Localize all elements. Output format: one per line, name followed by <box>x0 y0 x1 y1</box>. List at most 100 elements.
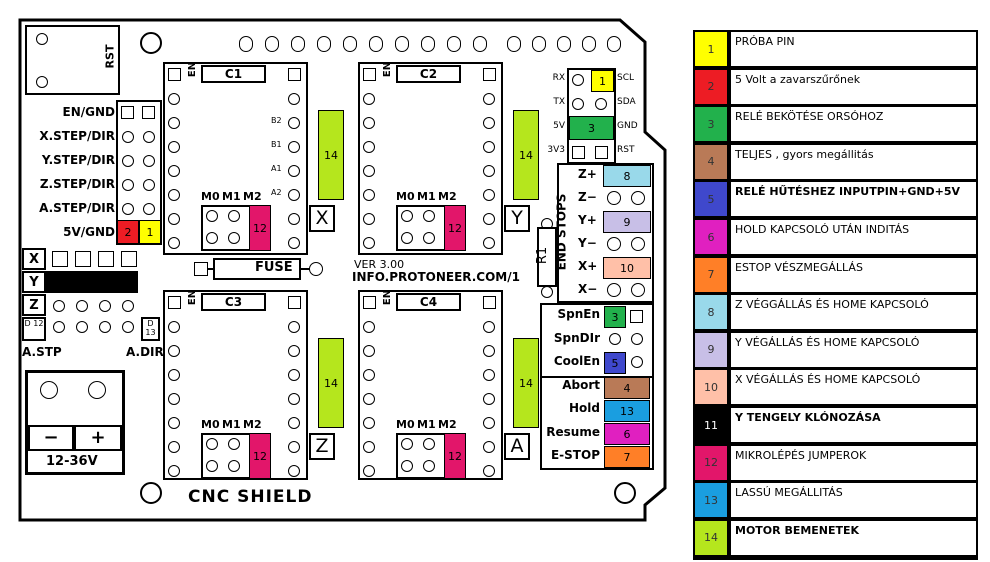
driver-pin <box>168 441 180 453</box>
endstop-pin <box>631 191 645 205</box>
jumper-pin <box>401 210 413 222</box>
version-label: VER 3.00 <box>354 258 405 271</box>
pin-label: A.STEP/DIR <box>39 201 115 215</box>
driver-pin <box>288 117 300 129</box>
legend-text: PRÓBA PIN <box>731 32 976 66</box>
driver-pin <box>168 68 181 81</box>
microstep-label: M2 <box>438 190 457 203</box>
clone-jumper-bar <box>46 271 138 293</box>
driver-pin <box>483 296 496 309</box>
driver-socket-X <box>163 62 308 255</box>
legend-text: TELJES , gyors megállitás <box>731 144 976 179</box>
driver-pin <box>363 189 375 201</box>
driver-pin <box>363 117 375 129</box>
header-pin <box>142 106 155 119</box>
driver-pin <box>483 68 496 81</box>
control-pin <box>609 333 621 345</box>
microstep-label: M1 <box>417 190 436 203</box>
fuse-pad <box>309 262 323 276</box>
url-label: INFO.PROTONEER.COM/1 <box>352 270 520 284</box>
endstop-pin <box>607 237 621 251</box>
legend-swatch: 13 <box>695 483 727 518</box>
pin-label: Z.STEP/DIR <box>39 177 115 191</box>
driver-pin <box>483 465 495 477</box>
marker-5: 5 <box>604 352 626 374</box>
driver-pin <box>363 68 376 81</box>
axis-label-Y: Y <box>504 205 530 232</box>
clone-jumper-pin <box>98 251 114 267</box>
en-label: EN <box>382 61 394 78</box>
clone-jumper-pin <box>52 251 68 267</box>
marker-13: 13 <box>604 400 650 422</box>
driver-pin <box>168 393 180 405</box>
jumper-pin <box>206 232 218 244</box>
clone-pin <box>122 300 134 312</box>
pin-label: 5V/GND <box>63 225 115 239</box>
driver-pin <box>483 213 495 225</box>
driver-pin <box>288 369 300 381</box>
legend-text: ESTOP VÉSZMEGÁLLÁS <box>731 257 976 292</box>
control-label: SpnDIr <box>553 330 600 345</box>
i2c-label: SCL <box>617 73 635 83</box>
driver-pin <box>288 68 301 81</box>
driver-pin <box>483 441 495 453</box>
legend-text: MIKROLÉPÉS JUMPEROK <box>731 445 976 480</box>
jumper-pin <box>423 438 435 450</box>
clone-jumper-pin <box>121 251 137 267</box>
marker-14: 14 <box>513 110 539 200</box>
header-hole <box>265 36 279 52</box>
coil-pin-label: B1 <box>271 140 282 149</box>
power-minus: − <box>28 425 74 451</box>
jumper-pin <box>401 232 413 244</box>
en-label: EN <box>382 289 394 306</box>
driver-pin <box>168 141 180 153</box>
legend-swatch: 7 <box>695 257 727 292</box>
pin-label: EN/GND <box>62 105 115 119</box>
control-label: SpnEn <box>557 307 600 321</box>
legend-swatch: 2 <box>695 69 727 104</box>
marker-1: 1 <box>591 70 614 92</box>
legend-swatch: 11 <box>695 408 727 442</box>
i2c-label: RST <box>617 145 635 155</box>
microstep-label: M0 <box>201 418 220 431</box>
marker-12: 12 <box>249 205 271 251</box>
driver-pin <box>363 213 375 225</box>
driver-pin <box>168 165 180 177</box>
driver-pin <box>363 93 375 105</box>
legend-swatch: 3 <box>695 107 727 142</box>
header-pin <box>122 155 134 167</box>
driver-pin <box>363 393 375 405</box>
header-hole <box>343 36 357 52</box>
i2c-pin <box>595 98 607 110</box>
fuse: FUSE <box>213 258 301 280</box>
pin-label: Y.STEP/DIR <box>41 153 115 167</box>
i2c-label: GND <box>617 121 638 131</box>
driver-pin <box>483 321 495 333</box>
marker-7: 7 <box>604 446 650 468</box>
header-pin <box>122 179 134 191</box>
legend-text: Z VÉGGÁLLÁS ÉS HOME KAPCSOLÓ <box>731 295 976 330</box>
clone-label-X: X <box>22 248 46 270</box>
legend-swatch: 6 <box>695 220 727 254</box>
header-hole <box>291 36 305 52</box>
driver-pin <box>288 321 300 333</box>
axis-label-A: A <box>504 433 530 460</box>
marker-3: 3 <box>569 116 614 140</box>
legend-swatch: 1 <box>695 32 727 66</box>
jumper-pin <box>228 460 240 472</box>
jumper-pin <box>206 438 218 450</box>
driver-pin <box>168 417 180 429</box>
driver-pin <box>483 117 495 129</box>
i2c-label: SDA <box>617 97 636 107</box>
coil-pin-label: A2 <box>271 188 282 197</box>
microstep-label: M2 <box>243 190 262 203</box>
